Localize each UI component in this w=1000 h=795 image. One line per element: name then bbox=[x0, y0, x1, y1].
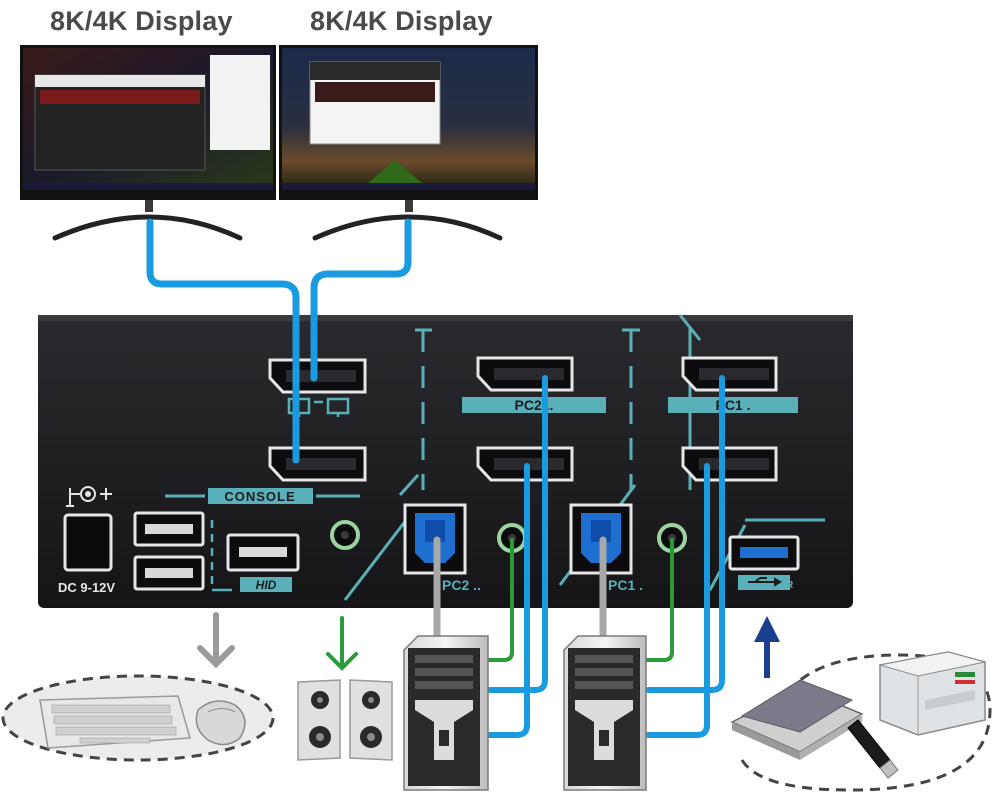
console-usb-port-top bbox=[133, 511, 205, 547]
pc2-video-cable-2 bbox=[485, 463, 530, 738]
pc1-video-cable-2 bbox=[645, 463, 710, 738]
speakers-icon bbox=[297, 679, 393, 761]
usb-flash-drive-icon bbox=[847, 719, 899, 779]
pc1-dp-port-bottom bbox=[681, 446, 778, 482]
console-audio-jack bbox=[330, 520, 360, 550]
console-usb-port-bottom bbox=[133, 555, 205, 591]
pc1-usb-label: PC1 . bbox=[608, 577, 643, 593]
pc1-dp-port-top bbox=[681, 356, 778, 392]
cables bbox=[146, 218, 725, 738]
right-monitor-cable bbox=[310, 218, 412, 382]
left-screen-window bbox=[34, 74, 206, 171]
left-screen-document bbox=[210, 55, 270, 150]
pc2-dp-port-top bbox=[476, 356, 574, 392]
left-monitor-cable bbox=[146, 218, 300, 464]
left-display-label: 8K/4K Display bbox=[50, 6, 233, 36]
pc2-label-bar bbox=[462, 397, 606, 413]
left-taskbar bbox=[23, 183, 273, 190]
pc2-video-cable-1 bbox=[485, 375, 548, 693]
power-symbol-icon bbox=[66, 486, 112, 507]
usb-up-arrow-icon bbox=[754, 616, 780, 678]
audio-down-arrow-icon bbox=[326, 616, 358, 671]
pc1-label-bar bbox=[668, 397, 798, 413]
pc2-tower-icon bbox=[403, 635, 489, 791]
console-label-bar bbox=[208, 488, 313, 504]
keyboard-icon bbox=[39, 695, 191, 749]
console-dp-port-bottom bbox=[268, 446, 367, 482]
left-monitor-stand bbox=[52, 214, 243, 241]
usb-devices-group bbox=[740, 653, 992, 792]
usb-r-label: R bbox=[786, 580, 794, 591]
usb-symbol-icon bbox=[748, 577, 782, 587]
pc1-audio-cable bbox=[644, 538, 674, 662]
hid-usb-port bbox=[226, 533, 300, 572]
pc2-usb-label: PC2 .. bbox=[442, 577, 481, 593]
printer-icon bbox=[879, 651, 986, 736]
mouse-icon bbox=[195, 700, 246, 746]
usb3-port bbox=[728, 535, 800, 571]
right-screen-tent bbox=[360, 160, 430, 190]
scanner-icon bbox=[730, 679, 864, 760]
kvm-device: PC2 .. PC1 . CONSOLE DC 9-12V bbox=[38, 314, 853, 608]
pc1-tower-icon bbox=[563, 635, 647, 791]
console-label: CONSOLE bbox=[224, 489, 295, 504]
right-monitor-stand bbox=[312, 214, 503, 241]
power-label: DC 9-12V bbox=[58, 580, 115, 595]
dc-power-jack bbox=[63, 513, 113, 572]
right-monitor bbox=[279, 45, 538, 241]
pc2-audio-cable bbox=[484, 538, 514, 662]
hid-down-arrow-icon bbox=[197, 612, 235, 669]
pc1-video-cable-1 bbox=[645, 375, 725, 693]
right-display-label: 8K/4K Display bbox=[310, 6, 493, 36]
left-monitor bbox=[20, 45, 276, 241]
hid-label-bar bbox=[240, 577, 292, 592]
hid-label: HID bbox=[256, 578, 277, 592]
right-taskbar bbox=[282, 183, 535, 190]
